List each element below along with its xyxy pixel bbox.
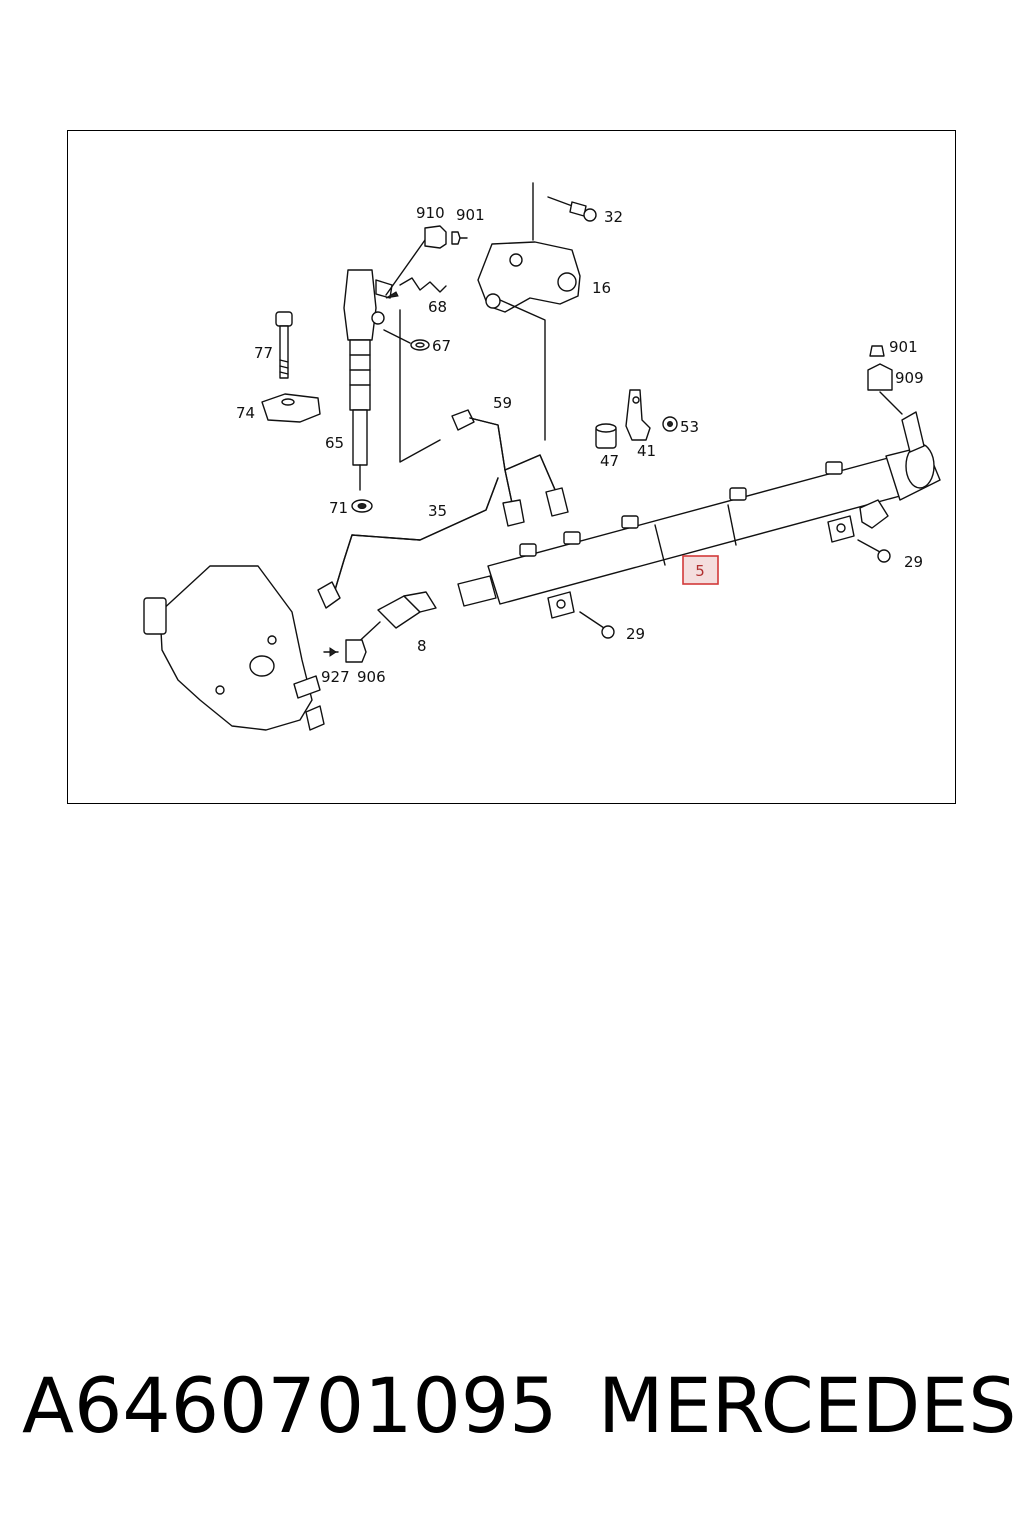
bolt-77 — [275, 311, 293, 379]
parts-diagram: 910 901 32 16 68 67 77 74 65 59 71 35 47… — [143, 182, 941, 731]
label-59: 59 — [493, 394, 512, 412]
brand-name: MERCEDES — [598, 1361, 1017, 1450]
fuel-line-35 — [317, 477, 499, 609]
label-906: 906 — [357, 668, 386, 686]
label-909: 909 — [895, 369, 924, 387]
bolt-32 — [532, 182, 597, 241]
label-5: 5 — [695, 562, 705, 580]
label-35: 35 — [428, 502, 447, 520]
seal-67 — [383, 329, 430, 351]
label-901-top: 901 — [456, 206, 485, 224]
label-32: 32 — [604, 208, 623, 226]
bracket-41 — [625, 389, 651, 441]
label-910: 910 — [416, 204, 445, 222]
label-16: 16 — [592, 279, 611, 297]
label-68: 68 — [428, 298, 447, 316]
label-927: 927 — [321, 668, 350, 686]
bolt-29-right — [857, 539, 891, 563]
label-67: 67 — [432, 337, 451, 355]
fuel-line-59 — [451, 409, 569, 527]
label-53: 53 — [680, 418, 699, 436]
label-77: 77 — [254, 344, 273, 362]
nut-53 — [662, 416, 678, 432]
connector-910 — [424, 225, 468, 249]
label-71: 71 — [329, 499, 348, 517]
highlight-callout-5[interactable]: 5 — [682, 555, 719, 585]
clamp-74 — [261, 393, 321, 423]
washer-71 — [351, 499, 373, 513]
bracket-16 — [477, 241, 581, 441]
label-29-lower: 29 — [626, 625, 645, 643]
label-47: 47 — [600, 452, 619, 470]
clip-68 — [385, 277, 447, 299]
part-labels: 910 901 32 16 68 67 77 74 65 59 71 35 47… — [236, 204, 924, 686]
label-74: 74 — [236, 404, 255, 422]
label-65: 65 — [325, 434, 344, 452]
label-901-right: 901 — [889, 338, 918, 356]
bolt-29-lower — [579, 611, 615, 639]
part-number: A6460701095 — [22, 1361, 558, 1450]
label-29-right: 29 — [904, 553, 923, 571]
injector-65 — [343, 239, 441, 491]
label-8: 8 — [417, 637, 427, 655]
connector-909 — [867, 345, 903, 415]
label-41: 41 — [637, 442, 656, 460]
sleeve-47 — [595, 423, 617, 449]
connector-906 — [323, 639, 367, 663]
sensor-8 — [351, 591, 437, 649]
high-pressure-pump — [143, 565, 325, 731]
fuel-rail-5 — [457, 411, 941, 619]
